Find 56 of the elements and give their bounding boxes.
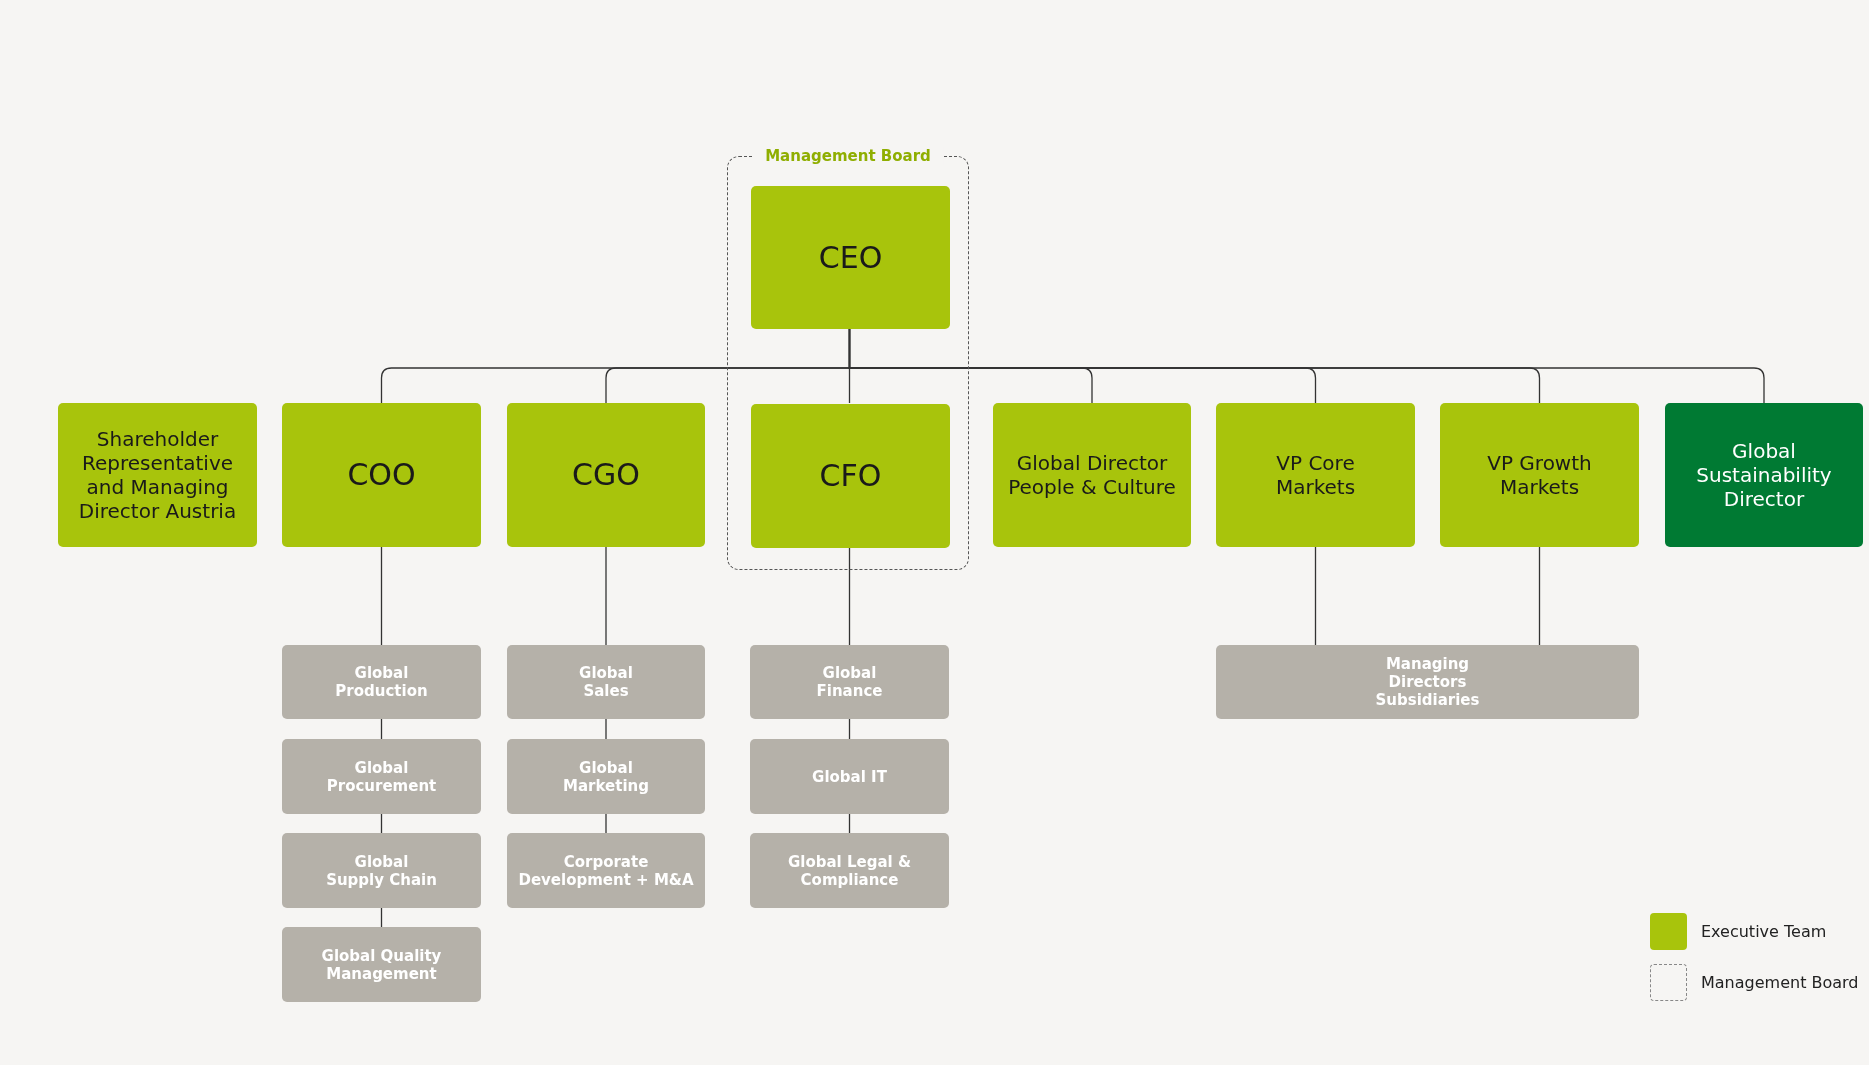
role-box <box>507 403 705 547</box>
role-box <box>507 645 705 719</box>
role-box <box>1440 403 1639 547</box>
role-title: Global Quality Management <box>320 946 443 983</box>
connector-line <box>605 546 607 646</box>
role-title: CGO <box>571 457 641 493</box>
role-title: Global Production <box>334 664 429 700</box>
role-title: CFO <box>818 458 883 494</box>
connector-line <box>605 813 607 834</box>
connector-line <box>380 718 383 740</box>
connector-line <box>605 718 607 740</box>
role-title: COO <box>346 457 417 493</box>
connector-line <box>1538 546 1541 646</box>
role-title: Global Sales <box>578 664 634 700</box>
role-title: Global Procurement <box>325 758 438 795</box>
role-title: Global Legal & Compliance <box>787 852 912 889</box>
legend-label: Management Board <box>1701 973 1859 992</box>
role-box <box>282 927 481 1002</box>
role-box <box>750 739 949 814</box>
connector-line <box>1314 546 1317 646</box>
role-box <box>58 403 257 547</box>
role-title: Global IT <box>811 767 888 786</box>
role-box <box>1216 645 1639 719</box>
role-box <box>751 404 950 548</box>
group-title: Management Board <box>753 147 943 165</box>
role-title: VP Growth Markets <box>1486 451 1593 499</box>
legend-label: Executive Team <box>1701 922 1827 941</box>
role-title: Corporate Development + M&A <box>517 852 695 889</box>
role-title: CEO <box>817 239 884 276</box>
role-title: Global Finance <box>815 664 884 700</box>
connector-line <box>848 718 851 740</box>
role-box <box>507 833 705 908</box>
role-box <box>282 403 481 547</box>
connector-line <box>380 813 383 834</box>
connector-line <box>848 327 1765 404</box>
role-title: Global Sustainability Director <box>1695 439 1833 511</box>
connector-line <box>848 546 851 646</box>
role-box <box>1216 403 1415 547</box>
role-title: Shareholder Representative and Managing Director Austria <box>77 427 238 523</box>
role-box <box>751 186 950 329</box>
role-title: VP Core Markets <box>1274 451 1357 499</box>
connector-line <box>380 546 383 646</box>
role-title: Global Marketing <box>562 758 650 795</box>
role-box <box>1665 403 1863 547</box>
role-box <box>750 645 949 719</box>
role-title: Global Director People & Culture <box>1007 451 1177 499</box>
role-title: Managing Directors Subsidiaries <box>1374 655 1481 709</box>
role-box <box>282 645 481 719</box>
role-box <box>750 833 949 908</box>
role-box <box>282 833 481 908</box>
connector-line <box>848 813 851 834</box>
connector-line <box>380 907 383 928</box>
role-title: Global Supply Chain <box>325 852 438 889</box>
role-box <box>282 739 481 814</box>
role-box <box>993 403 1191 547</box>
role-box <box>507 739 705 814</box>
